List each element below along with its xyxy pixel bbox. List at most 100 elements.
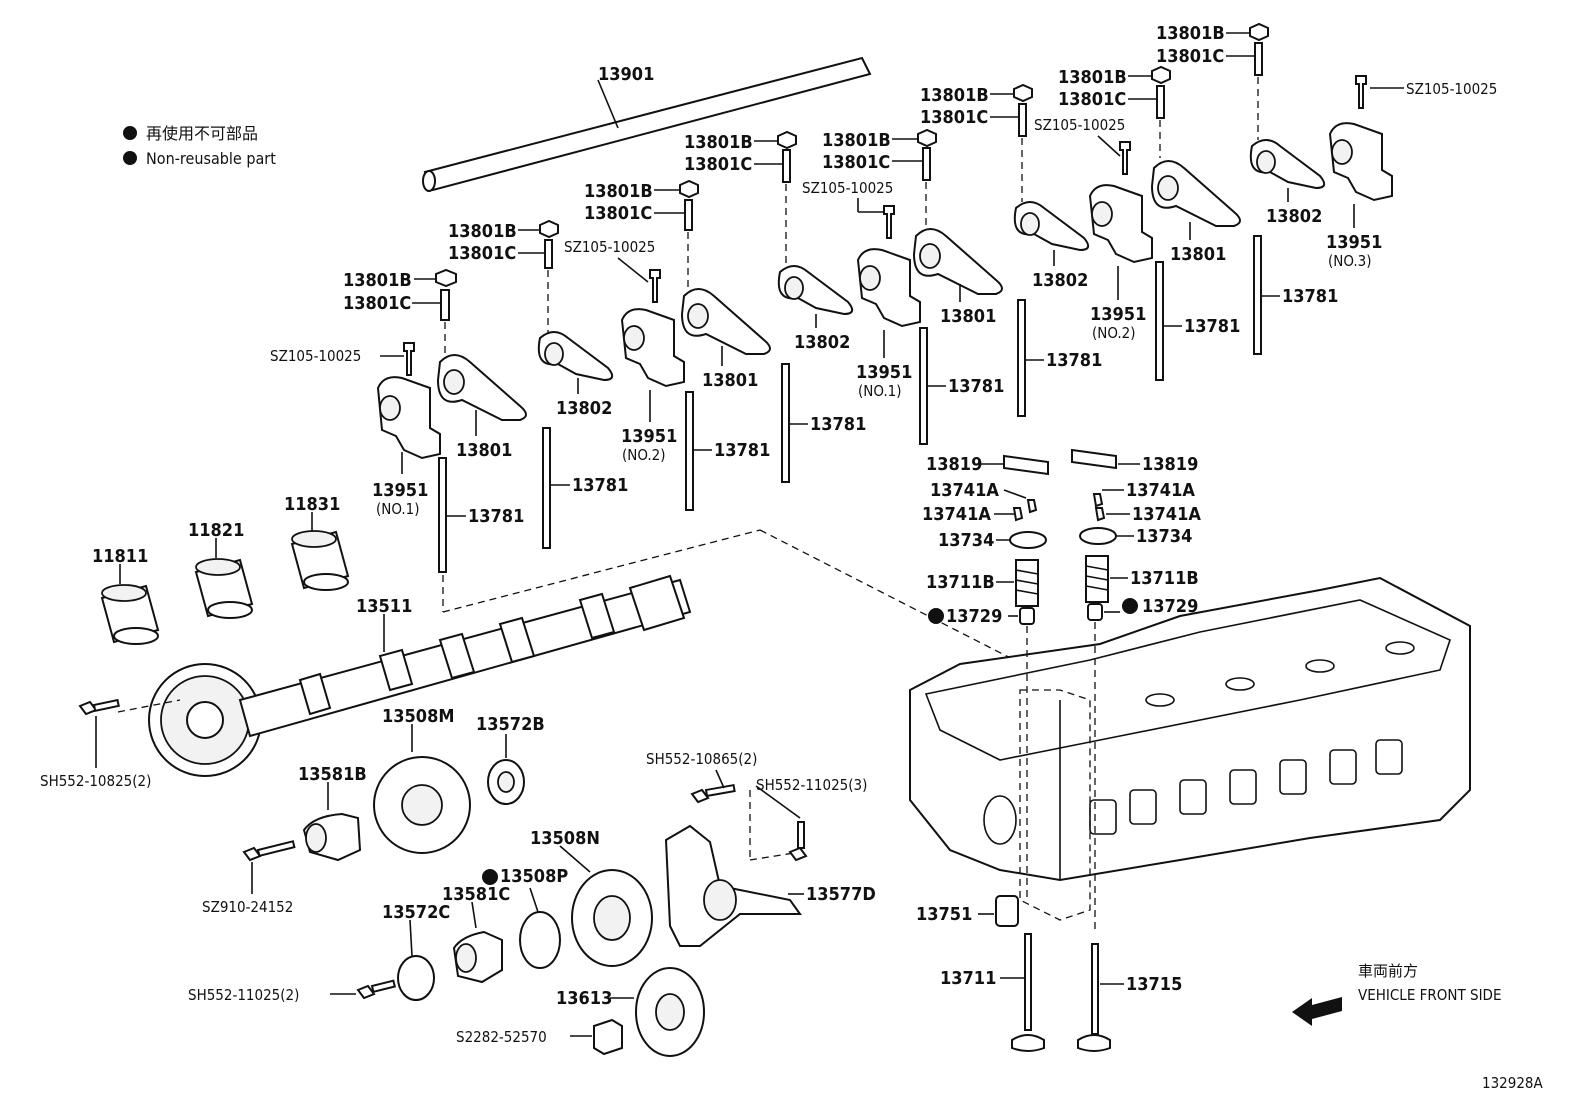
label-11821: 11821: [188, 520, 244, 541]
push-rod: [781, 363, 790, 483]
label-13741a: 13741A: [930, 480, 999, 501]
direction-jp: 車両前方: [1358, 962, 1418, 980]
label-13951: 13951: [372, 480, 428, 501]
label-13801: 13801: [1170, 244, 1226, 265]
legend-dot-icon: [123, 126, 137, 140]
label-sz105-3: SZ105-10025: [802, 179, 893, 197]
cylinder-head: [909, 576, 1471, 921]
non-reusable-dot-icon: [482, 869, 498, 885]
push-rod: [438, 457, 447, 573]
arrow-left-icon: [1292, 997, 1342, 1026]
push-rod: [919, 327, 928, 445]
gear-13613: 13613: [556, 967, 705, 1057]
label-sh552-10865: SH552-10865(2): [646, 750, 757, 768]
label-11831: 11831: [284, 494, 340, 515]
label-13572b: 13572B: [476, 714, 545, 735]
label-13781: 13781: [468, 506, 524, 527]
label-13801b: 13801B: [343, 270, 412, 291]
label-13802: 13802: [1266, 206, 1322, 227]
label-13508p: 13508P: [500, 866, 568, 887]
label-13508m: 13508M: [382, 706, 454, 727]
label-13741a: 13741A: [1132, 504, 1201, 525]
push-rod: [1155, 261, 1164, 381]
label-sh552-10825: SH552-10825(2): [40, 772, 151, 790]
label-13781: 13781: [1184, 316, 1240, 337]
label-13581b: 13581B: [298, 764, 367, 785]
nut-icon: [435, 268, 457, 288]
label-13715: 13715: [1126, 974, 1182, 995]
label-13802: 13802: [556, 398, 612, 419]
label-13734: 13734: [938, 530, 994, 551]
label-13951: 13951: [1090, 304, 1146, 325]
label-no2: (NO.2): [1092, 324, 1136, 342]
label-sh552-11025-3: SH552-11025(3): [756, 776, 867, 794]
label-13711: 13711: [940, 968, 996, 989]
label-13511: 13511: [356, 596, 412, 617]
rocker-group-3: 13801B 13801C SZ105-10025 13801 13951 (N…: [564, 179, 771, 511]
label-13801c: 13801C: [343, 293, 411, 314]
camshaft: 13511: [148, 574, 692, 777]
bolts-sh552-10865: SH552-10865(2): [646, 750, 801, 861]
stud-icon: [440, 289, 450, 321]
bolt-sz910: SZ910-24152: [202, 840, 296, 916]
label-13801b: 13801B: [684, 132, 753, 153]
thrust-plate-13572b: 13572B: [476, 714, 545, 805]
label-13951: 13951: [856, 362, 912, 383]
label-13751: 13751: [916, 904, 972, 925]
bolts-sh552-11025-3: SH552-11025(3): [755, 776, 867, 862]
label-sz105-5: SZ105-10025: [1406, 80, 1497, 98]
rocker-group-6: 13801B 13801C 13802 13781: [920, 83, 1102, 417]
valve-train-left: 13819 13741A 13741A 13734 13711B 13729 1…: [916, 454, 1049, 1052]
label-s2282: S2282-52570: [456, 1028, 547, 1046]
bolt-sh552-11025-2: SH552-11025(2): [188, 979, 397, 1004]
non-reusable-dot-icon: [928, 608, 944, 624]
label-no2: (NO.2): [622, 446, 666, 464]
rocker-group-2: 13801B 13801C 13802 13781: [448, 219, 628, 549]
label-13729: 13729: [946, 606, 1002, 627]
push-rod: [1253, 235, 1262, 355]
rocker-shaft: 13901: [422, 56, 872, 192]
label-sz910: SZ910-24152: [202, 898, 293, 916]
label-13741a: 13741A: [1126, 480, 1195, 501]
bolt-icon: [403, 342, 415, 376]
idler-gear-13508m: 13508M: [373, 706, 471, 854]
label-13801b: 13801B: [448, 221, 517, 242]
label-13781: 13781: [1046, 350, 1102, 371]
rocker-group-1: 13801B 13801C SZ105-10025 13801 13951 (N…: [270, 268, 527, 573]
label-sz105-1: SZ105-10025: [270, 347, 361, 365]
label-13801c: 13801C: [584, 203, 652, 224]
label-sh552-11025-2: SH552-11025(2): [188, 986, 299, 1004]
label-13951: 13951: [621, 426, 677, 447]
label-13801b: 13801B: [822, 130, 891, 151]
idler-shaft-13581b: 13581B: [298, 764, 367, 862]
label-13802: 13802: [1032, 270, 1088, 291]
label-13711b: 13711B: [926, 572, 995, 593]
camshaft-gear-bolt: SH552-10825(2): [40, 698, 151, 790]
label-13508n: 13508N: [530, 828, 600, 849]
label-13801b: 13801B: [584, 181, 653, 202]
illustration-id: 132928A: [1482, 1074, 1544, 1092]
label-13801c: 13801C: [822, 152, 890, 173]
label-13801c: 13801C: [1156, 46, 1224, 67]
label-13729: 13729: [1142, 596, 1198, 617]
valve-train-right: 13819 13741A 13741A 13734 13711B 13729 1…: [1071, 448, 1201, 1052]
label-13577d: 13577D: [806, 884, 876, 905]
legend: 再使用不可部品 Non-reusable part: [123, 124, 276, 168]
label-13801: 13801: [940, 306, 996, 327]
label-13951: 13951: [1326, 232, 1382, 253]
shaft-13581c: 13581C: [442, 884, 510, 984]
label-13581c: 13581C: [442, 884, 510, 905]
non-reusable-dot-icon: [1122, 598, 1138, 614]
label-13734: 13734: [1136, 526, 1192, 547]
push-rod: [1017, 299, 1026, 417]
label-13781: 13781: [714, 440, 770, 461]
label-no1: (NO.1): [858, 382, 902, 400]
label-13781: 13781: [572, 475, 628, 496]
label-13572c: 13572C: [382, 902, 450, 923]
legend-dot-icon: [123, 151, 137, 165]
direction-en: VEHICLE FRONT SIDE: [1358, 986, 1501, 1004]
label-13801c: 13801C: [1058, 89, 1126, 110]
label-13801b: 13801B: [1156, 23, 1225, 44]
camshaft-bearings: 11811 11821 11831: [92, 494, 350, 645]
